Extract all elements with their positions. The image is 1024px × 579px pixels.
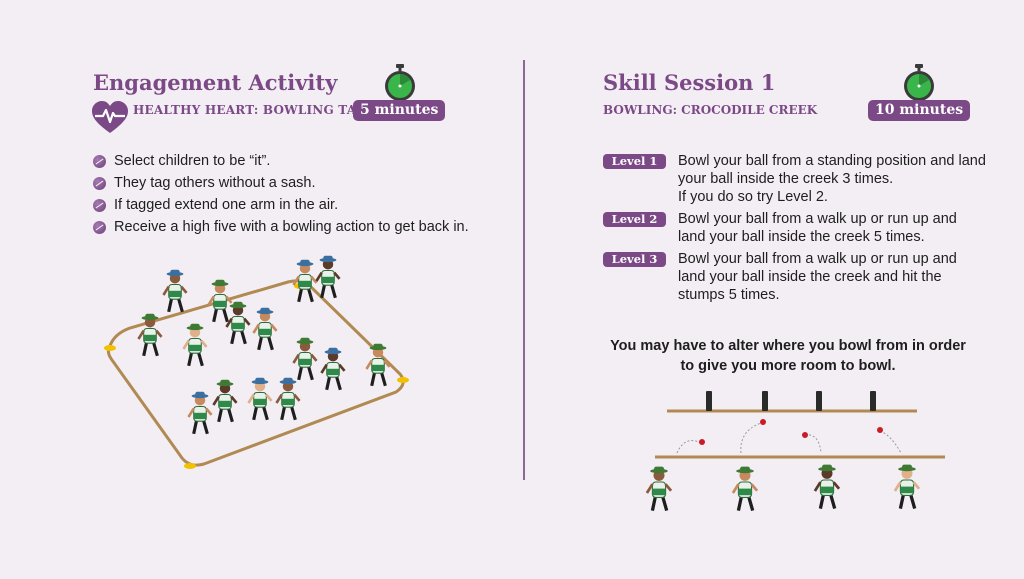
stumps-icon (706, 391, 712, 411)
skill-duration-badge: 10 minutes (868, 100, 971, 121)
stumps-icon (762, 391, 768, 411)
stopwatch-icon (904, 64, 934, 101)
cone-icon (104, 345, 116, 351)
level-badge: Level 3 (603, 252, 666, 267)
child-figure (162, 269, 188, 313)
children-group (137, 255, 391, 435)
cricket-ball-icon (699, 439, 705, 445)
level-2-text: Bowl your ball from a walk up or run up … (678, 211, 957, 245)
child-figure (315, 255, 341, 299)
cone-icon (397, 377, 409, 383)
stumps-icon (870, 391, 876, 411)
cricket-ball-bullet-icon (93, 154, 106, 168)
ball-paths (676, 422, 902, 454)
bowling-tag-field-illustration (104, 255, 409, 469)
stumps-icon (816, 391, 822, 411)
cone-icon (184, 463, 196, 469)
child-figure (182, 323, 208, 367)
level-badge: Level 2 (603, 212, 666, 227)
child-figure (212, 379, 238, 423)
list-item: Select children to be “it”. (93, 150, 469, 172)
child-figure (365, 343, 391, 387)
child-figure (187, 391, 213, 435)
child-figure (320, 347, 346, 391)
cricket-ball-icon (802, 432, 808, 438)
level-2-row: Level 2 Bowl your ball from a walk up or… (603, 210, 988, 246)
cricket-ball-icon (877, 427, 883, 433)
column-divider (523, 60, 525, 480)
skill-title: Skill Session 1 (603, 70, 776, 95)
engagement-subtitle: HEALTHY HEART: BOWLING TAG (133, 103, 367, 117)
cricket-ball-bullet-icon (93, 176, 106, 190)
list-item: If tagged extend one arm in the air. (93, 194, 469, 216)
bowling-note: You may have to alter where you bowl fro… (610, 338, 966, 374)
child-figure (252, 307, 278, 351)
cone-markers (104, 283, 409, 469)
level-1-extra: If you do so try Level 2. (678, 189, 828, 205)
heart-pulse-icon (92, 101, 128, 133)
stumps-group (706, 391, 876, 411)
child-figure (893, 464, 921, 510)
child-figure (207, 279, 233, 323)
level-3-row: Level 3 Bowl your ball from a walk up or… (603, 250, 988, 304)
cricket-ball-icon (760, 419, 766, 425)
child-figure (292, 337, 318, 381)
list-item: Receive a high five with a bowling actio… (93, 216, 469, 238)
cricket-ball-bullet-icon (93, 220, 106, 234)
level-1-row: Level 1 Bowl your ball from a standing p… (603, 152, 988, 206)
engagement-duration-badge: 5 minutes (353, 100, 446, 121)
engagement-title: Engagement Activity (93, 70, 338, 95)
level-3-text: Bowl your ball from a walk up or run up … (678, 251, 957, 303)
child-figure (731, 466, 759, 512)
cricket-ball-bullet-icon (93, 198, 106, 212)
child-figure (813, 464, 841, 510)
level-badge: Level 1 (603, 154, 666, 169)
child-figure (292, 259, 318, 303)
child-figure (137, 313, 163, 357)
balls-group (699, 419, 883, 445)
stopwatch-icon (385, 64, 415, 101)
skill-subtitle: BOWLING: CROCODILE CREEK (603, 103, 818, 117)
engagement-instructions: Select children to be “it”. They tag oth… (93, 150, 469, 238)
child-figure (225, 301, 251, 345)
crocodile-creek-illustration (645, 391, 945, 512)
level-1-text: Bowl your ball from a standing position … (678, 153, 986, 187)
child-figure (645, 466, 673, 512)
list-item: They tag others without a sash. (93, 172, 469, 194)
child-figure (275, 377, 301, 421)
child-figure (247, 377, 273, 421)
bowlers-group (645, 464, 921, 512)
